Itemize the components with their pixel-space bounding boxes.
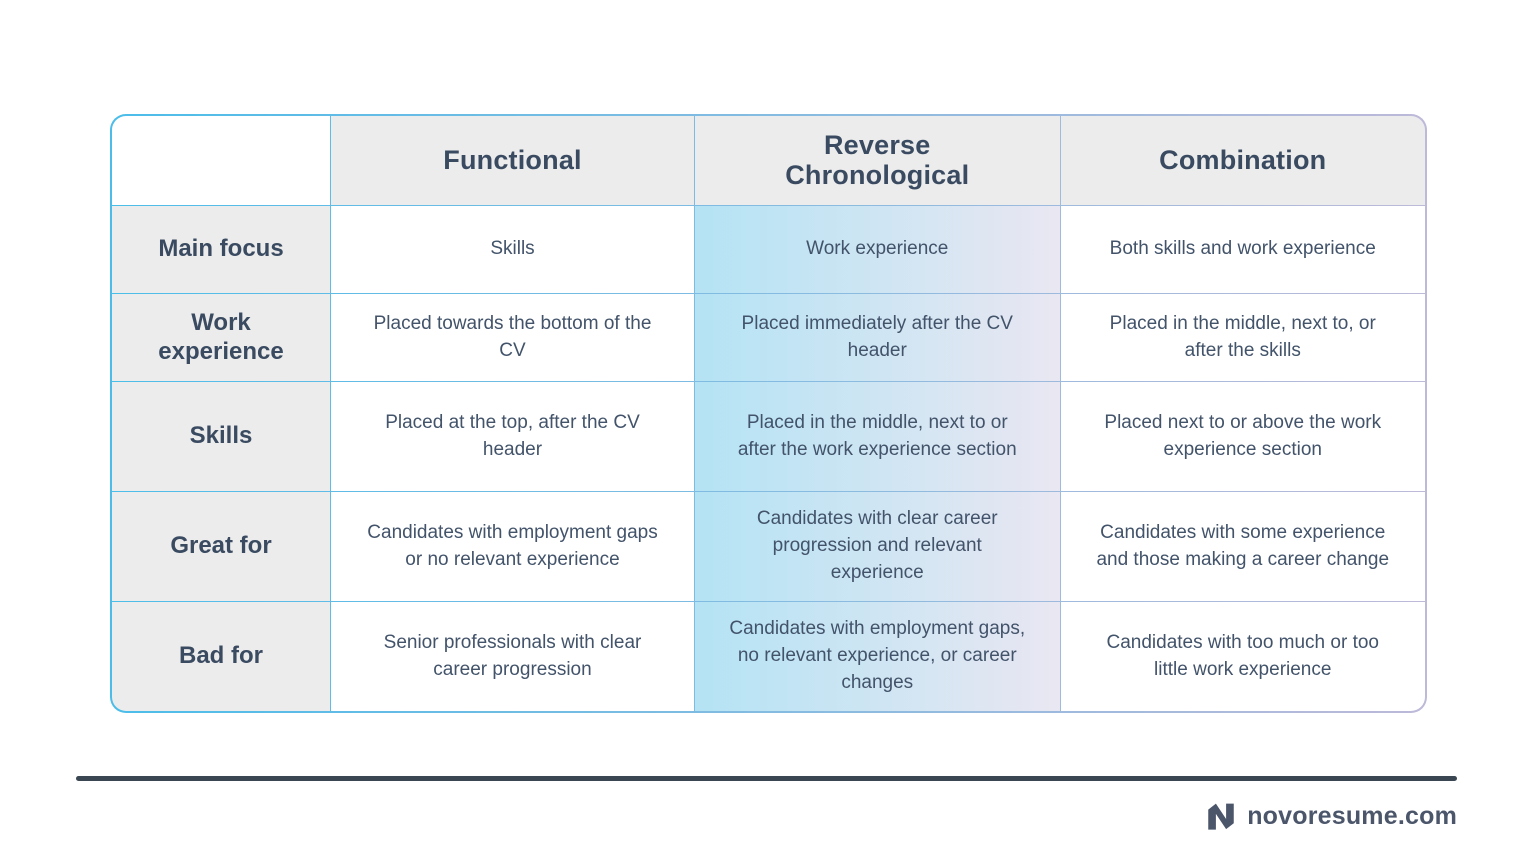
- column-header-combination: Combination: [1060, 116, 1425, 205]
- table-cell: Senior professionals with clear career p…: [331, 602, 694, 711]
- row-label-skills: Skills: [112, 382, 330, 491]
- corner-cell: [112, 116, 330, 205]
- table-cell: Placed towards the bottom of the CV: [331, 294, 694, 381]
- table-cell-highlighted: Candidates with employment gaps, no rele…: [695, 602, 1060, 711]
- row-label-great-for: Great for: [112, 492, 330, 601]
- novoresume-n-icon: [1208, 803, 1234, 830]
- column-header-reverse-chronological: Reverse Chronological: [695, 116, 1060, 205]
- table-cell-highlighted: Work experience: [695, 206, 1060, 293]
- table-cell-highlighted: Candidates with clear career progression…: [695, 492, 1060, 601]
- brand-lockup: novoresume.com: [1204, 797, 1457, 835]
- brand-url-text: novoresume.com: [1247, 801, 1457, 830]
- table-cell-highlighted: Placed in the middle, next to or after t…: [695, 382, 1060, 491]
- table-cell-highlighted: Placed immediately after the CV header: [695, 294, 1060, 381]
- row-label-work-experience: Work experience: [112, 294, 330, 381]
- table-cell: Candidates with some experience and thos…: [1060, 492, 1425, 601]
- table-cell: Candidates with too much or too little w…: [1060, 602, 1425, 711]
- column-header-functional: Functional: [331, 116, 694, 205]
- table-cell: Skills: [331, 206, 694, 293]
- row-label-main-focus: Main focus: [112, 206, 330, 293]
- table-cell: Candidates with employment gaps or no re…: [331, 492, 694, 601]
- cv-format-comparison-table: Functional Reverse Chronological Combina…: [110, 114, 1427, 713]
- table-cell: Placed next to or above the work experie…: [1060, 382, 1425, 491]
- row-label-bad-for: Bad for: [112, 602, 330, 711]
- table-cell: Placed at the top, after the CV header: [331, 382, 694, 491]
- footer-divider-line: [76, 776, 1457, 781]
- table-cell: Placed in the middle, next to, or after …: [1060, 294, 1425, 381]
- table-cell: Both skills and work experience: [1060, 206, 1425, 293]
